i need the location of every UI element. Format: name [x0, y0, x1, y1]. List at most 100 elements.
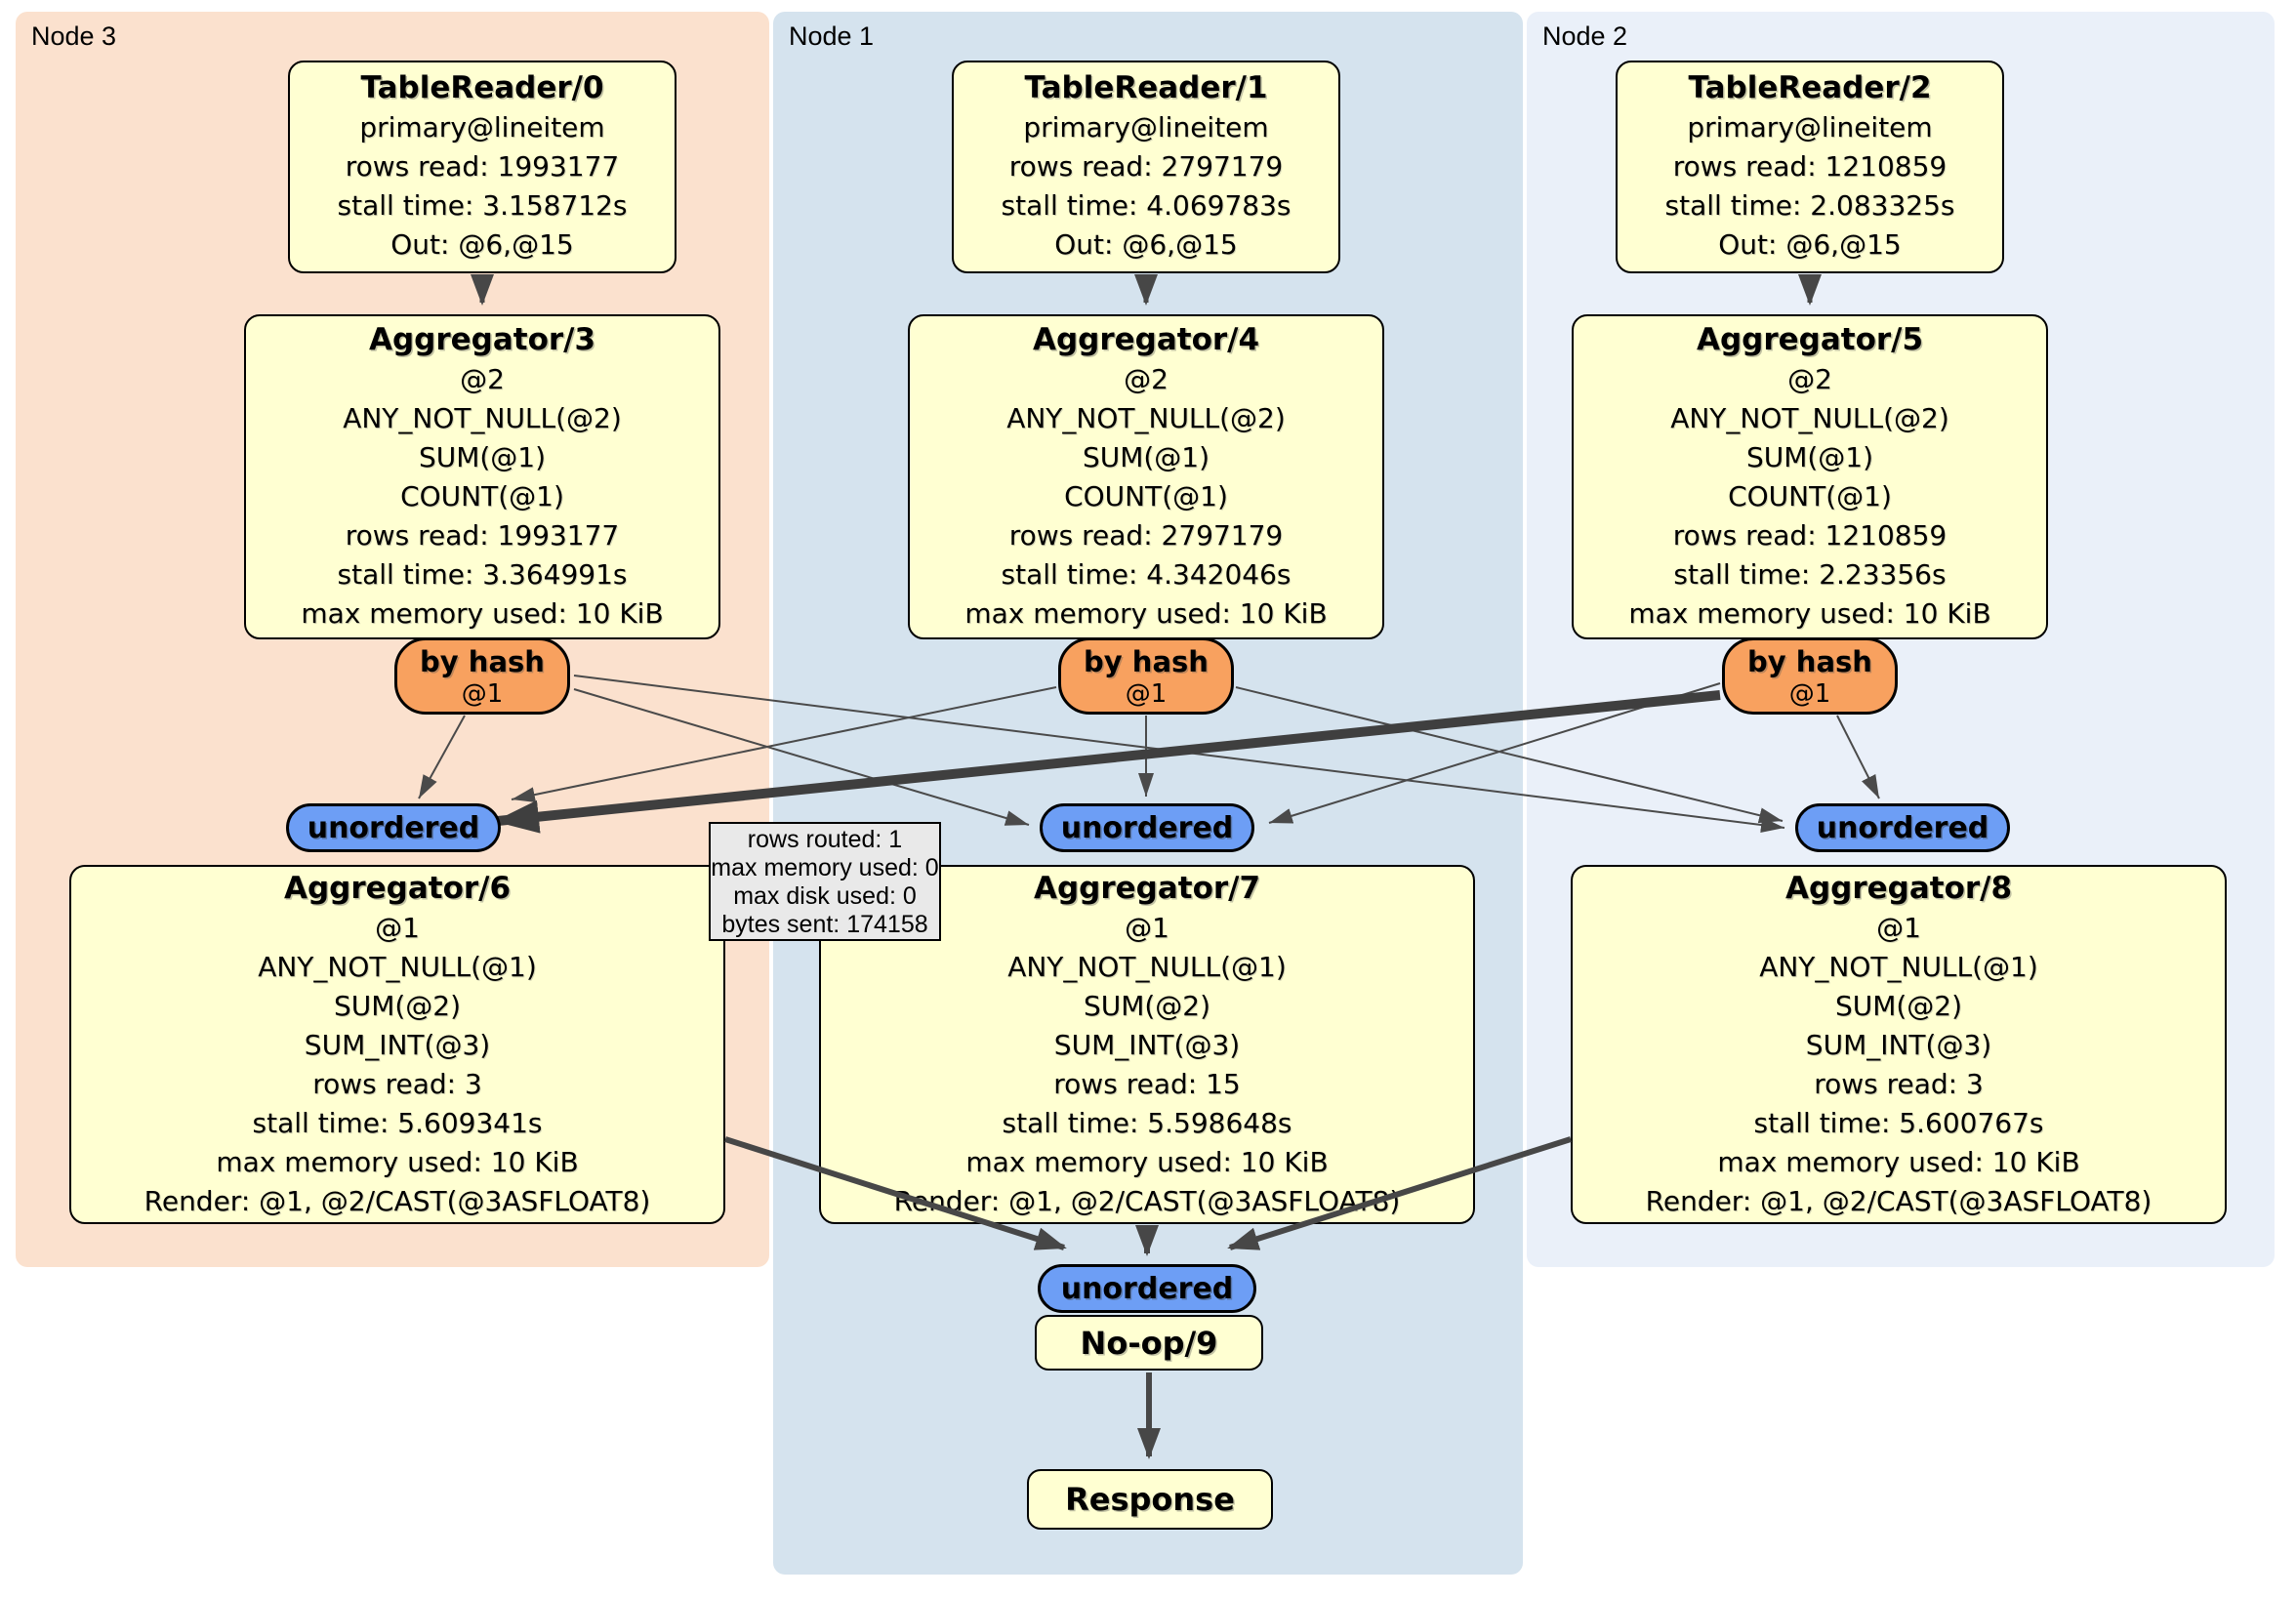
node-tablereader-0: TableReader/0 primary@lineitem rows read… [288, 61, 676, 273]
node-line: max memory used: 10 KiB [301, 597, 664, 630]
node-line: ANY_NOT_NULL(@1) [258, 951, 537, 983]
node-aggregator-4: Aggregator/4 @2 ANY_NOT_NULL(@2) SUM(@1)… [908, 314, 1384, 639]
node-line: rows read: 1993177 [345, 150, 620, 183]
node-line: SUM(@1) [1082, 441, 1210, 473]
node-response: Response [1027, 1469, 1273, 1530]
node-line: max memory used: 10 KiB [1717, 1146, 2080, 1178]
node-line: @1 [375, 912, 420, 944]
node-line: @2 [1124, 363, 1168, 395]
node-title: Aggregator/3 [368, 322, 596, 357]
node-line: @2 [1787, 363, 1832, 395]
node-line: stall time: 2.23356s [1673, 558, 1947, 591]
node-line: Render: @1, @2/CAST(@3ASFLOAT8) [893, 1185, 1401, 1217]
router-columns: @1 [461, 679, 504, 709]
node-tablereader-1: TableReader/1 primary@lineitem rows read… [952, 61, 1340, 273]
router-columns: @1 [1788, 679, 1831, 709]
node-line: stall time: 4.069783s [1001, 189, 1292, 222]
node-line: SUM(@1) [418, 441, 547, 473]
node-line: ANY_NOT_NULL(@1) [1759, 951, 2038, 983]
node-line: max memory used: 10 KiB [216, 1146, 579, 1178]
router-columns: @1 [1125, 679, 1168, 709]
region-label: Node 2 [1542, 21, 1628, 51]
node-line: stall time: 2.083325s [1664, 189, 1955, 222]
node-line: COUNT(@1) [1728, 480, 1892, 512]
node-line: stall time: 3.364991s [337, 558, 628, 591]
node-line: rows read: 15 [1053, 1068, 1241, 1100]
node-title: Aggregator/4 [1032, 322, 1260, 357]
node-line: stall time: 5.600767s [1753, 1107, 2044, 1139]
node-line: primary@lineitem [359, 111, 605, 143]
node-line: rows read: 3 [312, 1068, 482, 1100]
region-label: Node 1 [789, 21, 875, 51]
tooltip-line: max disk used: 0 [733, 882, 917, 910]
node-noop-9: No-op/9 [1035, 1315, 1263, 1371]
node-aggregator-6: Aggregator/6 @1 ANY_NOT_NULL(@1) SUM(@2)… [69, 865, 725, 1224]
node-line: SUM_INT(@3) [1053, 1029, 1241, 1061]
node-line: rows read: 1993177 [345, 519, 620, 552]
node-line: Out: @6,@15 [390, 228, 574, 261]
node-line: @1 [1876, 912, 1921, 944]
node-line: max memory used: 10 KiB [964, 597, 1328, 630]
node-line: rows read: 1210859 [1672, 519, 1948, 552]
node-title: TableReader/0 [360, 70, 604, 105]
node-title: Aggregator/5 [1696, 322, 1924, 357]
node-line: @1 [1125, 912, 1169, 944]
region-label: Node 3 [31, 21, 117, 51]
node-line: Out: @6,@15 [1718, 228, 1902, 261]
router-label: by hash [1084, 645, 1209, 678]
node-line: Out: @6,@15 [1054, 228, 1238, 261]
router-by-hash-2: by hash @1 [1722, 637, 1898, 715]
sync-unordered-1: unordered [1040, 803, 1254, 852]
sync-label: unordered [1816, 810, 1989, 845]
node-line: COUNT(@1) [400, 480, 564, 512]
node-line: COUNT(@1) [1064, 480, 1228, 512]
node-line: @2 [460, 363, 505, 395]
node-line: SUM(@2) [1834, 990, 1963, 1022]
node-line: stall time: 5.598648s [1002, 1107, 1292, 1139]
node-line: primary@lineitem [1023, 111, 1269, 143]
node-line: ANY_NOT_NULL(@2) [343, 402, 622, 434]
sync-label: unordered [307, 810, 480, 845]
node-title: Aggregator/6 [283, 871, 512, 906]
node-aggregator-5: Aggregator/5 @2 ANY_NOT_NULL(@2) SUM(@1)… [1572, 314, 2048, 639]
node-line: max memory used: 10 KiB [965, 1146, 1329, 1178]
node-title: TableReader/2 [1688, 70, 1932, 105]
node-line: Render: @1, @2/CAST(@3ASFLOAT8) [144, 1185, 651, 1217]
tooltip-line: bytes sent: 174158 [721, 911, 928, 938]
node-line: max memory used: 10 KiB [1628, 597, 1991, 630]
node-line: rows read: 3 [1814, 1068, 1984, 1100]
node-line: SUM_INT(@3) [1805, 1029, 1992, 1061]
sync-label: unordered [1060, 810, 1234, 845]
node-line: stall time: 3.158712s [337, 189, 628, 222]
tooltip-line: rows routed: 1 [747, 826, 903, 853]
node-tablereader-2: TableReader/2 primary@lineitem rows read… [1616, 61, 2004, 273]
node-line: SUM_INT(@3) [304, 1029, 491, 1061]
node-line: rows read: 2797179 [1008, 150, 1284, 183]
node-title: Aggregator/7 [1033, 871, 1261, 906]
node-line: ANY_NOT_NULL(@2) [1006, 402, 1286, 434]
node-line: primary@lineitem [1687, 111, 1933, 143]
sync-unordered-3: unordered [286, 803, 501, 852]
node-line: stall time: 4.342046s [1001, 558, 1292, 591]
node-line: ANY_NOT_NULL(@2) [1670, 402, 1949, 434]
tooltip-line: max memory used: 0 [711, 854, 939, 881]
node-title: Aggregator/8 [1784, 871, 2013, 906]
router-by-hash-3: by hash @1 [394, 637, 570, 715]
router-by-hash-1: by hash @1 [1058, 637, 1234, 715]
sync-unordered-2: unordered [1795, 803, 2010, 852]
node-aggregator-8: Aggregator/8 @1 ANY_NOT_NULL(@1) SUM(@2)… [1571, 865, 2227, 1224]
node-title: No-op/9 [1080, 1324, 1218, 1362]
node-line: rows read: 1210859 [1672, 150, 1948, 183]
node-line: rows read: 2797179 [1008, 519, 1284, 552]
router-label: by hash [420, 645, 545, 678]
node-line: ANY_NOT_NULL(@1) [1007, 951, 1287, 983]
stream-stats-tooltip: rows routed: 1 max memory used: 0 max di… [709, 822, 941, 941]
node-line: Render: @1, @2/CAST(@3ASFLOAT8) [1645, 1185, 2152, 1217]
node-title: Response [1065, 1481, 1235, 1518]
node-line: SUM(@2) [333, 990, 462, 1022]
sync-label: unordered [1060, 1271, 1234, 1306]
node-line: SUM(@2) [1083, 990, 1211, 1022]
node-title: TableReader/1 [1024, 70, 1268, 105]
node-line: SUM(@1) [1745, 441, 1874, 473]
